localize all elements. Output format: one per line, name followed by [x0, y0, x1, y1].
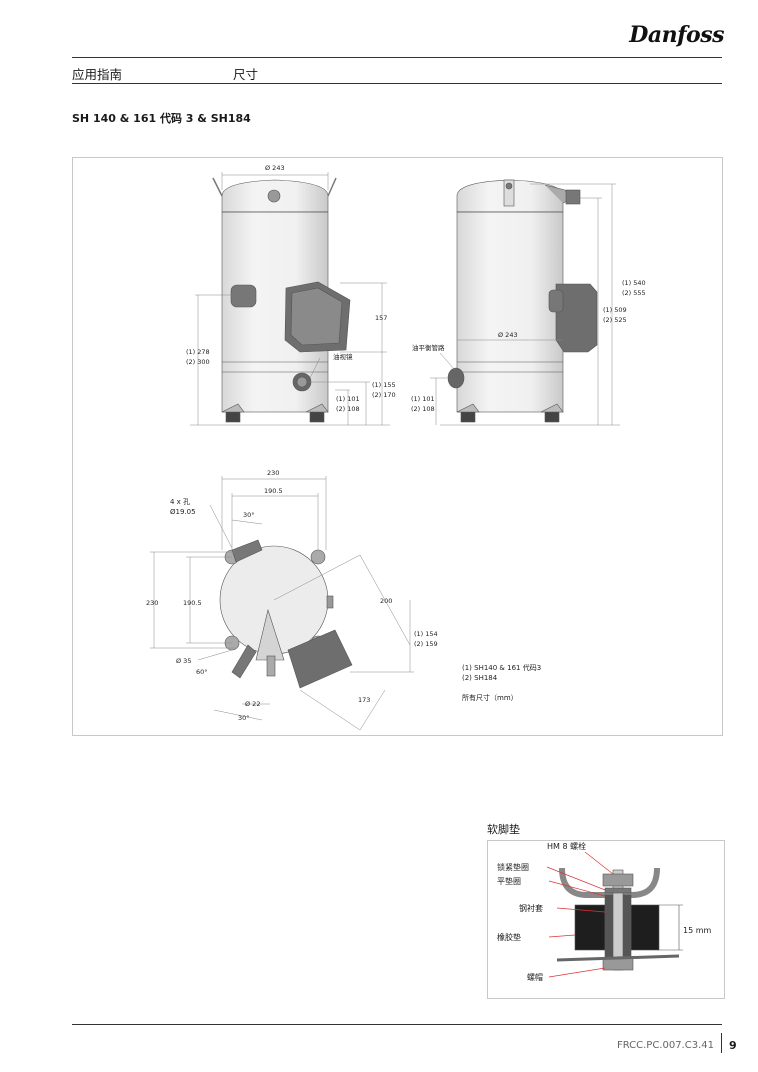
- top-dim-173: 173: [358, 696, 370, 704]
- front-dim-157: 157: [375, 314, 387, 322]
- side-height-509: (1) 509: [603, 306, 627, 314]
- steel-sleeve-label: 钢衬套: [519, 903, 543, 913]
- side-total-540: (1) 540: [622, 279, 646, 287]
- angle-60: 60°: [196, 668, 208, 676]
- page-number: 9: [729, 1039, 737, 1052]
- suction-diameter: Ø 22: [245, 700, 260, 708]
- side-height-525: (2) 525: [603, 316, 627, 324]
- oil-equalization-label: 油平衡管路: [412, 343, 445, 352]
- angle-30-bottom: 30°: [238, 714, 250, 722]
- header-topic: 尺寸: [233, 67, 259, 82]
- dimension-drawing-frame: [72, 157, 723, 736]
- front-height-101: (1) 101: [336, 395, 360, 403]
- front-diameter: Ø 243: [265, 164, 285, 172]
- pad-detail-frame: [487, 840, 725, 999]
- top-width-1905: 190.5: [264, 487, 283, 495]
- rubber-pad-label: 橡胶垫: [497, 932, 521, 942]
- legend-2: (2) SH184: [462, 674, 498, 682]
- header-section: 应用指南: [72, 67, 123, 82]
- front-height-278: (1) 278: [186, 348, 210, 356]
- top-height-230: 230: [146, 599, 158, 607]
- danfoss-logo: Danfoss: [629, 22, 724, 48]
- dimension-drawing: Ø 243 157 (1) 278 (2) 300 油视镜 (1) 155 (2…: [146, 164, 646, 731]
- document-code: FRCC.PC.007.C3.41: [616, 1040, 714, 1051]
- hole-diameter: Ø19.05: [170, 508, 196, 516]
- lock-washer-label: 锁紧垫圈: [497, 862, 529, 872]
- discharge-diameter: Ø 35: [176, 657, 191, 665]
- pad-height-label: 15 mm: [683, 926, 712, 935]
- top-dim-200: 200: [380, 597, 392, 605]
- top-width-230: 230: [267, 469, 279, 477]
- pad-title: 软脚垫: [487, 823, 520, 836]
- footer-rule: [72, 1024, 722, 1025]
- side-view: [447, 179, 598, 423]
- top-view: [219, 539, 353, 689]
- nut-label: 螺帽: [527, 972, 543, 982]
- legend-1: (1) SH140 & 161 代码3: [462, 663, 541, 672]
- angle-30-top: 30°: [243, 511, 255, 519]
- front-height-108: (2) 108: [336, 405, 360, 413]
- page-title: SH 140 & 161 代码 3 & SH184: [72, 112, 251, 125]
- front-height-300: (2) 300: [186, 358, 210, 366]
- holes-label: 4 x 孔: [170, 498, 190, 506]
- units-note: 所有尺寸（mm）: [462, 693, 518, 702]
- top-dim-159: (2) 159: [414, 640, 438, 648]
- flat-washer-label: 平垫圈: [497, 876, 521, 886]
- top-dim-154: (1) 154: [414, 630, 438, 638]
- front-height-170: (2) 170: [372, 391, 396, 399]
- side-total-555: (2) 555: [622, 289, 646, 297]
- footer-separator: [721, 1033, 722, 1053]
- sight-glass-label: 油视镜: [333, 352, 353, 361]
- side-height-101: (1) 101: [411, 395, 435, 403]
- header-bottom-rule: [72, 83, 722, 84]
- side-diameter: Ø 243: [498, 331, 518, 339]
- bolt-label: HM 8 螺栓: [547, 841, 586, 851]
- top-height-1905: 190.5: [183, 599, 202, 607]
- pad-detail: HM 8 螺栓 锁紧垫圈 平垫圈 钢衬套 橡胶垫 螺帽 15 mm: [497, 841, 712, 982]
- header-top-rule: [72, 57, 722, 58]
- front-view: [212, 177, 351, 423]
- side-height-108: (2) 108: [411, 405, 435, 413]
- front-height-155: (1) 155: [372, 381, 396, 389]
